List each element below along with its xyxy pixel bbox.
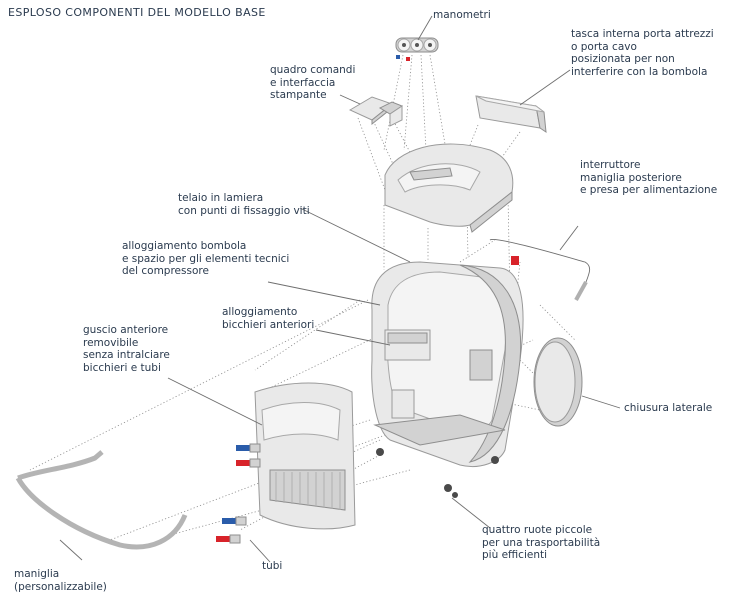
label-telaio: telaio in lamiera con punti di fissaggio… [178, 192, 310, 217]
label-tubi: tubi [262, 560, 282, 573]
front-shell [254, 382, 356, 530]
label-alloggiamento-bombola: alloggiamento bombola e spazio per gli e… [122, 240, 289, 278]
label-line: alloggiamento bombola [122, 240, 247, 252]
label-line: senza intralciare [83, 349, 170, 361]
label-line: bicchieri anteriori [222, 318, 315, 331]
label-line: e spazio per gli elementi tecnici [122, 252, 290, 265]
label-line: del compressore [122, 265, 209, 277]
label-leaders [59, 15, 621, 563]
label-line: o porta cavo [571, 40, 637, 53]
label-line: quadro comandi [270, 64, 356, 76]
label-line: manometri [433, 9, 491, 21]
label-line: alloggiamento [222, 306, 298, 318]
label-line: per una trasportabilità [482, 536, 601, 549]
label-line: maniglia posteriore [580, 171, 682, 184]
label-line: e presa per alimentazione [580, 184, 718, 196]
main-body-frame [371, 261, 524, 498]
label-line: telaio in lamiera [178, 192, 264, 204]
label-line: interferire con la bombola [571, 65, 708, 78]
label-alloggiamento-bicchieri: alloggiamento bicchieri anteriori [222, 306, 314, 331]
pressure-gauges [395, 37, 439, 61]
label-line: più efficienti [482, 549, 548, 561]
label-line: chiusura laterale [624, 402, 713, 414]
page-title: ESPLOSO COMPONENTI DEL MODELLO BASE [8, 6, 266, 19]
label-maniglia: maniglia (personalizzabile) [14, 568, 107, 593]
label-line: maniglia [14, 568, 60, 580]
label-line: (personalizzabile) [14, 580, 107, 593]
label-line: removibile [83, 336, 139, 349]
side-cover [533, 337, 583, 427]
label-ruote: quattro ruote piccole per una trasportab… [482, 524, 600, 562]
label-line: tasca interna porta attrezzi [571, 28, 714, 40]
label-line: guscio anteriore [83, 324, 169, 336]
label-quadro-comandi: quadro comandi e interfaccia stampante [270, 64, 355, 102]
label-line: bicchieri e tubi [83, 361, 161, 374]
label-line: interruttore [580, 159, 641, 171]
label-line: e interfaccia [270, 76, 336, 89]
top-console-shell [384, 143, 514, 233]
label-tasca-porta-attrezzi: tasca interna porta attrezzi o porta cav… [571, 28, 714, 78]
label-line: con punti di fissaggio viti [178, 204, 310, 217]
label-chiusura-laterale: chiusura laterale [624, 402, 712, 415]
label-line: tubi [262, 560, 283, 572]
label-line: posizionata per non [571, 53, 675, 65]
front-handle [15, 450, 188, 550]
control-panel-parts [348, 96, 404, 127]
label-manometri: manometri [433, 9, 491, 22]
rear-handle [489, 239, 591, 301]
label-line: quattro ruote piccole [482, 524, 593, 536]
label-guscio-anteriore: guscio anteriore removibile senza intral… [83, 324, 170, 374]
tool-pocket [475, 95, 547, 134]
label-interruttore: interruttore maniglia posteriore e presa… [580, 159, 717, 197]
hose-fittings [216, 443, 261, 544]
label-line: stampante [270, 89, 327, 101]
